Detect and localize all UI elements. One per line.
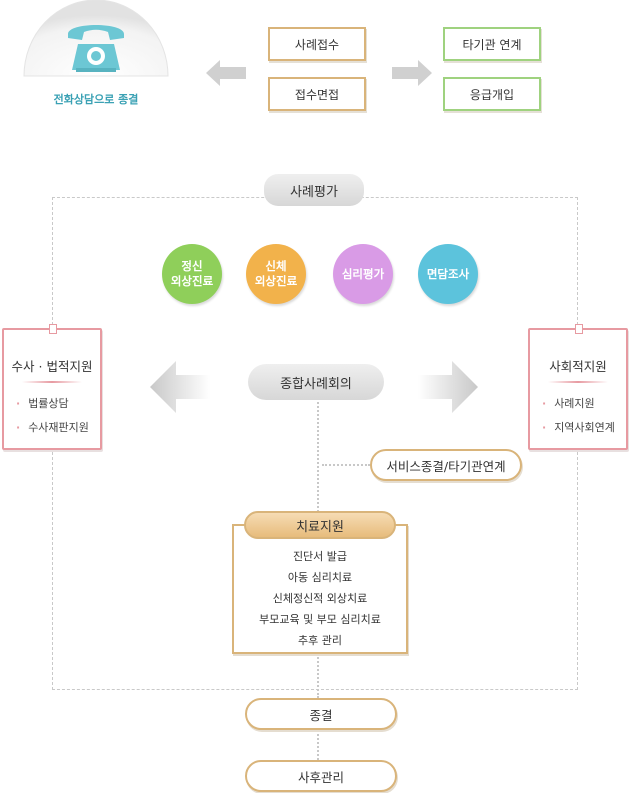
list-item: 사례지원 bbox=[542, 395, 626, 411]
big-arrow-left-icon bbox=[150, 361, 210, 413]
treatment-list: 진단서 발급 아동 심리치료 신체정신적 외상치료 부모교육 및 부모 심리치료… bbox=[234, 546, 406, 651]
circle-interview-label: 면담조사 bbox=[426, 266, 470, 281]
case-conference-title: 종합사례회의 bbox=[248, 364, 384, 400]
intake-interview-box: 접수면접 bbox=[268, 77, 366, 111]
closing-box: 종결 bbox=[245, 698, 397, 730]
list-item: 부모교육 및 부모 심리치료 bbox=[259, 613, 381, 626]
list-item: 법률상담 bbox=[16, 395, 100, 411]
social-support-card: 사회적지원 사례지원 지역사회연계 bbox=[528, 324, 628, 450]
list-item: 아동 심리치료 bbox=[287, 571, 353, 584]
circle-physical-trauma-label: 신체 외상진료 bbox=[254, 259, 298, 288]
legal-support-title: 수사 · 법적지원 bbox=[11, 359, 93, 374]
card-pin bbox=[575, 324, 583, 334]
social-support-list: 사례지원 지역사회연계 bbox=[530, 395, 626, 435]
case-intake-box: 사례접수 bbox=[268, 27, 366, 61]
arrow-left-icon bbox=[206, 60, 246, 86]
connector-line bbox=[317, 402, 319, 512]
circle-interview: 면담조사 bbox=[418, 244, 478, 304]
assessment-title: 사례평가 bbox=[264, 174, 364, 206]
circle-psych-eval: 심리평가 bbox=[333, 244, 393, 304]
connector-line bbox=[317, 654, 319, 698]
card-pin bbox=[49, 324, 57, 334]
list-item: 수사재판지원 bbox=[16, 419, 100, 435]
aftercare-box: 사후관리 bbox=[245, 760, 397, 792]
social-support-title: 사회적지원 bbox=[549, 359, 607, 374]
list-item: 진단서 발급 bbox=[292, 550, 348, 563]
phone-dome-bg bbox=[23, 0, 169, 77]
circle-mental-trauma-label: 정신 외상진료 bbox=[170, 259, 214, 288]
title-underline bbox=[22, 381, 82, 383]
arrow-right-icon bbox=[392, 60, 432, 86]
phone-label: 전화상담으로 종결 bbox=[53, 93, 139, 106]
connector-line bbox=[322, 464, 370, 466]
list-item: 지역사회연계 bbox=[542, 419, 626, 435]
circle-psych-eval-label: 심리평가 bbox=[341, 266, 385, 281]
legal-support-card: 수사 · 법적지원 법률상담 수사재판지원 bbox=[2, 324, 102, 450]
list-item: 추후 관리 bbox=[298, 634, 342, 647]
phone-dome: 전화상담으로 종결 bbox=[22, 0, 170, 110]
circle-mental-trauma: 정신 외상진료 bbox=[162, 244, 222, 304]
connector-line bbox=[317, 730, 319, 760]
list-item: 신체정신적 외상치료 bbox=[272, 592, 368, 605]
big-arrow-right-icon bbox=[418, 361, 478, 413]
legal-support-list: 법률상담 수사재판지원 bbox=[4, 395, 100, 435]
treatment-support-box: 진단서 발급 아동 심리치료 신체정신적 외상치료 부모교육 및 부모 심리치료… bbox=[232, 524, 408, 654]
circle-physical-trauma: 신체 외상진료 bbox=[246, 244, 306, 304]
title-underline bbox=[548, 381, 608, 383]
external-referral-box: 타기관 연계 bbox=[443, 27, 541, 61]
emergency-box: 응급개입 bbox=[443, 77, 541, 111]
service-end-box: 서비스종결/타기관연계 bbox=[370, 449, 522, 481]
treatment-support-title: 치료지원 bbox=[244, 511, 396, 539]
telephone-icon bbox=[68, 25, 124, 72]
